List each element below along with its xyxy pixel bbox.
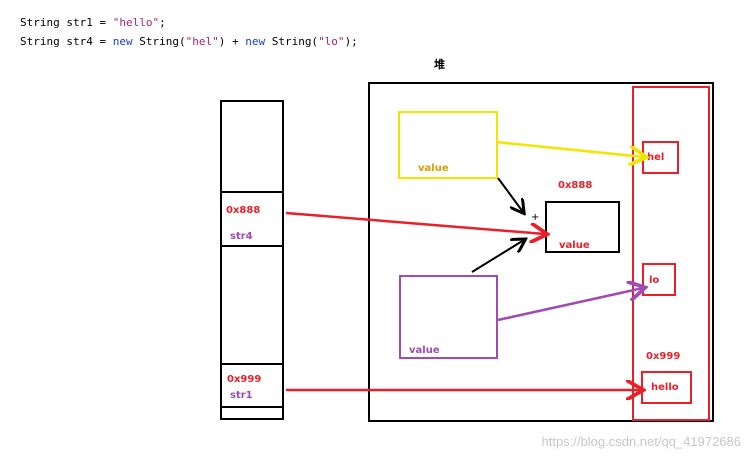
- pool-address: 0x999: [646, 351, 681, 362]
- object-field: value: [418, 163, 449, 174]
- heap-area: [368, 82, 714, 422]
- stack-frame-str1: 0x999 str1: [220, 363, 284, 408]
- pool-literal: hello: [651, 382, 679, 393]
- pool-entry-lo: lo: [642, 263, 676, 296]
- heap-label: 堆: [434, 58, 445, 71]
- stack-area: [220, 100, 284, 420]
- code-text: ) +: [218, 35, 246, 48]
- object-field: value: [409, 345, 440, 356]
- pool-literal: lo: [649, 275, 660, 286]
- arrow-purple-to-result: [471, 240, 524, 273]
- keyword: new: [245, 35, 266, 48]
- code-text: String(: [132, 35, 186, 48]
- code-text: String str4 =: [20, 35, 113, 48]
- arrow-purple-to-lo: [497, 288, 643, 322]
- stack-frame-str4: 0x888 str4: [220, 191, 284, 247]
- heap-object-hel: value: [398, 111, 498, 179]
- stack-address: 0x999: [227, 374, 262, 385]
- keyword: new: [112, 35, 133, 48]
- object-field: value: [559, 240, 590, 251]
- object-address: 0x888: [558, 180, 593, 191]
- code-text: String str1 =: [20, 16, 113, 29]
- stack-var-name: str1: [230, 390, 253, 401]
- concat-symbol: +: [531, 212, 540, 223]
- stack-var-name: str4: [230, 231, 253, 242]
- heap-object-lo: value: [399, 275, 498, 359]
- arrow-yellow-to-hel: [495, 140, 644, 157]
- code-text: ;: [159, 16, 166, 29]
- arrow-yellow-to-result: [497, 177, 523, 212]
- stack-address: 0x888: [226, 205, 261, 216]
- watermark: https://blog.csdn.net/qq_41972686: [541, 434, 742, 449]
- code-text: String(: [265, 35, 319, 48]
- arrow-str4-to-result: [285, 211, 545, 234]
- code-line-1: String str1 = "hello";: [20, 16, 166, 30]
- pool-literal: hel: [647, 152, 665, 163]
- string-literal: "hello": [112, 16, 160, 29]
- string-literal: "lo": [318, 35, 345, 48]
- code-text: );: [344, 35, 358, 48]
- code-line-2: String str4 = new String("hel") + new St…: [20, 35, 358, 49]
- string-pool: [632, 86, 710, 421]
- string-literal: "hel": [185, 35, 219, 48]
